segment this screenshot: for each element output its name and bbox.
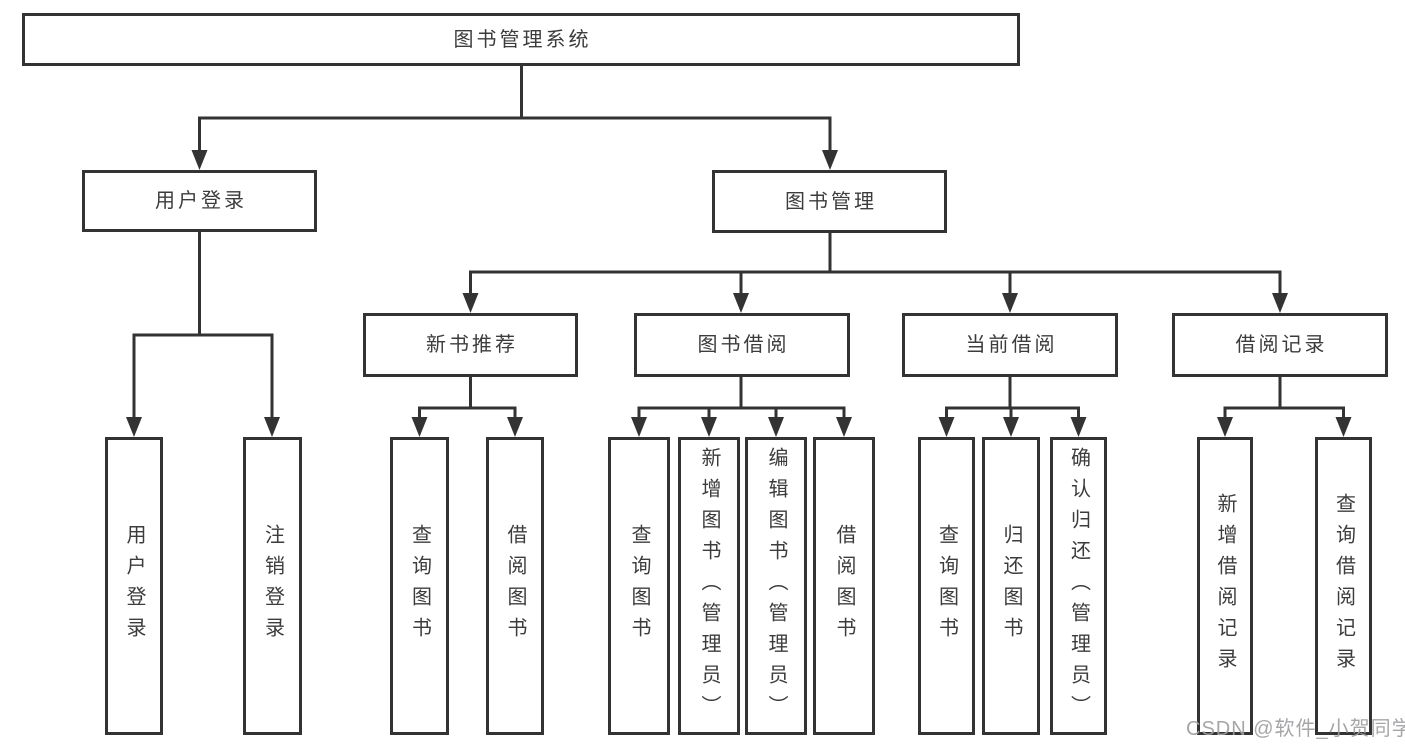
node-leaf-cb-query-book: 查询图书 <box>918 437 975 735</box>
node-book-management: 图书管理 <box>712 170 947 233</box>
node-leaf-cb-confirm-return: 确认归还（管理员） <box>1050 437 1107 735</box>
node-current-borrow: 当前借阅 <box>902 313 1118 377</box>
node-leaf-nb-borrow-book: 借阅图书 <box>486 437 544 735</box>
node-leaf-user-login: 用户登录 <box>105 437 163 735</box>
node-leaf-bb-borrow-book: 借阅图书 <box>813 437 875 735</box>
watermark: CSDN @软件_小贺同学 <box>1186 718 1405 740</box>
node-book-borrow: 图书借阅 <box>634 313 850 377</box>
node-leaf-bb-query-book: 查询图书 <box>608 437 670 735</box>
node-leaf-nb-query-book: 查询图书 <box>390 437 449 735</box>
node-leaf-br-query-record: 查询借阅记录 <box>1315 437 1372 735</box>
node-borrow-record: 借阅记录 <box>1172 313 1388 377</box>
node-leaf-bb-edit-book: 编辑图书（管理员） <box>745 437 807 735</box>
node-user-login: 用户登录 <box>82 170 317 232</box>
node-leaf-bb-add-book: 新增图书（管理员） <box>678 437 740 735</box>
node-leaf-cb-return-book: 归还图书 <box>982 437 1040 735</box>
node-leaf-logout: 注销登录 <box>243 437 302 735</box>
node-leaf-br-add-record: 新增借阅记录 <box>1197 437 1253 735</box>
node-new-book-recommend: 新书推荐 <box>363 313 578 377</box>
node-root: 图书管理系统 <box>22 13 1020 66</box>
